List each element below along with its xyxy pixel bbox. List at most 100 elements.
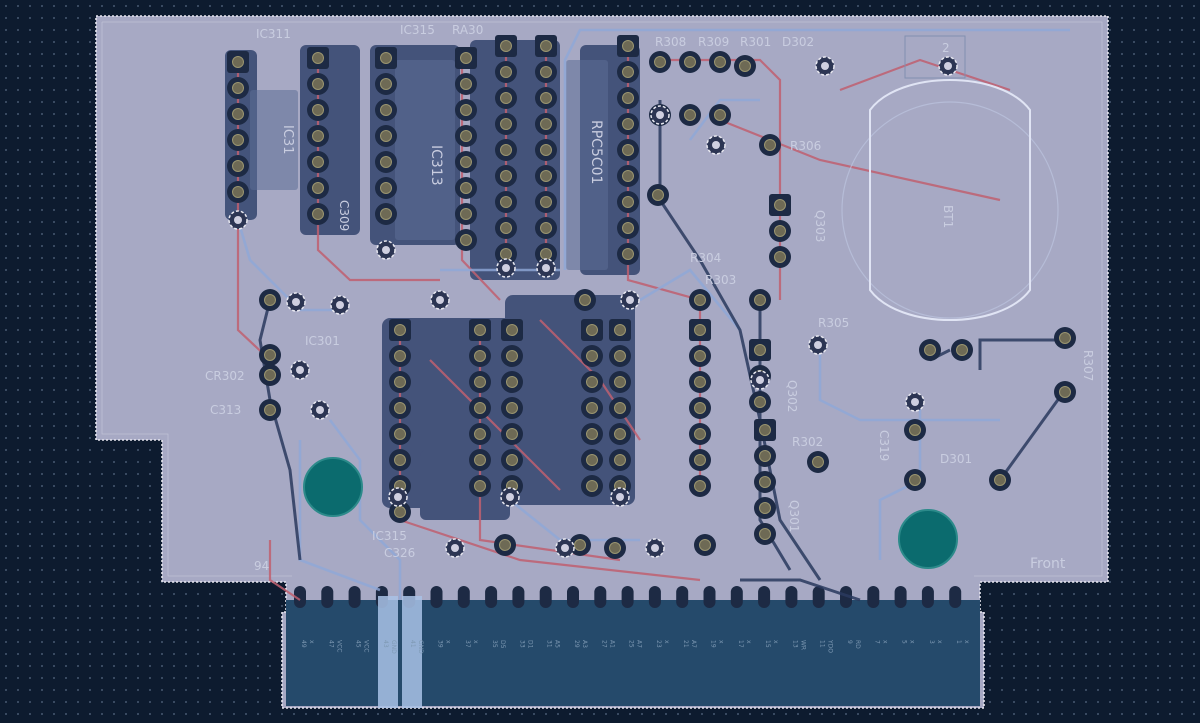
pad-drill bbox=[264, 294, 276, 306]
edge-finger[interactable] bbox=[621, 586, 634, 608]
front-label: Front bbox=[1030, 556, 1066, 572]
edge-finger[interactable] bbox=[730, 586, 743, 608]
svg-text:x: x bbox=[745, 640, 752, 644]
pad-drill bbox=[540, 170, 552, 182]
pad-drill bbox=[714, 56, 726, 68]
pad-drill bbox=[579, 294, 591, 306]
pad-drill bbox=[312, 208, 324, 220]
pad-drill bbox=[474, 454, 486, 466]
pad-drill bbox=[586, 376, 598, 388]
gnd-finger-2[interactable] bbox=[402, 596, 422, 708]
pad-drill bbox=[622, 222, 634, 234]
edge-finger[interactable] bbox=[949, 586, 962, 608]
via-drill bbox=[296, 366, 304, 374]
ref-rpc: RPC5C01 bbox=[588, 120, 604, 184]
svg-text:31: 31 bbox=[546, 640, 553, 648]
edge-connector[interactable] bbox=[286, 600, 980, 706]
mount-hole-left[interactable] bbox=[303, 457, 363, 517]
gnd-finger-1[interactable] bbox=[378, 596, 398, 708]
pad-drill bbox=[500, 66, 512, 78]
pad-drill bbox=[540, 118, 552, 130]
edge-finger[interactable] bbox=[512, 586, 525, 608]
pad-drill bbox=[694, 376, 706, 388]
pad-drill bbox=[232, 56, 244, 68]
svg-text:x: x bbox=[472, 640, 479, 644]
pad-drill bbox=[694, 294, 706, 306]
ref-d302: D302 bbox=[782, 35, 814, 49]
edge-finger[interactable] bbox=[457, 586, 470, 608]
pad-drill bbox=[586, 454, 598, 466]
pad-drill bbox=[394, 376, 406, 388]
pad-drill bbox=[540, 222, 552, 234]
pad-drill bbox=[622, 66, 634, 78]
edge-finger[interactable] bbox=[430, 586, 443, 608]
svg-text:YDO: YDO bbox=[827, 639, 834, 653]
pad-drill bbox=[622, 248, 634, 260]
pad-drill bbox=[394, 454, 406, 466]
ref-bt-pin: 2 bbox=[942, 41, 950, 55]
svg-text:VCC: VCC bbox=[335, 640, 342, 652]
svg-text:D5: D5 bbox=[499, 640, 506, 649]
edge-finger[interactable] bbox=[294, 586, 306, 608]
pad-drill bbox=[586, 428, 598, 440]
edge-finger[interactable] bbox=[703, 586, 716, 608]
edge-finger[interactable] bbox=[785, 586, 798, 608]
pad-drill bbox=[614, 376, 626, 388]
ref-ic313: IC313 bbox=[428, 145, 444, 186]
via-drill bbox=[821, 62, 829, 70]
via-drill bbox=[561, 544, 569, 552]
svg-text:A5: A5 bbox=[554, 640, 561, 648]
pad-drill bbox=[684, 109, 696, 121]
pad-drill bbox=[614, 428, 626, 440]
svg-text:21: 21 bbox=[682, 640, 689, 648]
pad-drill bbox=[540, 144, 552, 156]
svg-text:47: 47 bbox=[327, 640, 334, 648]
via-drill bbox=[292, 298, 300, 306]
via-drill bbox=[382, 246, 390, 254]
svg-text:x: x bbox=[772, 640, 779, 644]
svg-text:RD: RD bbox=[854, 640, 861, 649]
edge-finger[interactable] bbox=[676, 586, 689, 608]
via-drill bbox=[712, 141, 720, 149]
edge-finger[interactable] bbox=[812, 586, 825, 608]
pad-drill bbox=[586, 350, 598, 362]
edge-finger[interactable] bbox=[758, 586, 771, 608]
edge-finger[interactable] bbox=[594, 586, 607, 608]
pad-drill bbox=[312, 104, 324, 116]
ref-r306: R306 bbox=[790, 139, 821, 153]
pad-drill bbox=[460, 156, 472, 168]
edge-finger[interactable] bbox=[567, 586, 579, 608]
edge-finger[interactable] bbox=[648, 586, 661, 608]
edge-finger[interactable] bbox=[321, 586, 334, 608]
ref-c319: C319 bbox=[877, 430, 891, 461]
edge-finger[interactable] bbox=[894, 586, 907, 608]
pad-drill bbox=[759, 502, 771, 514]
mount-hole-right[interactable] bbox=[898, 509, 958, 569]
via-drill bbox=[944, 62, 952, 70]
pad-drill bbox=[380, 208, 392, 220]
edge-finger[interactable] bbox=[539, 586, 552, 608]
ref-r308: R308 bbox=[655, 35, 686, 49]
edge-finger[interactable] bbox=[921, 586, 934, 608]
pad-drill bbox=[540, 40, 552, 52]
ref-q302: Q302 bbox=[785, 380, 799, 412]
ref-c313: C313 bbox=[210, 403, 241, 417]
pad-drill bbox=[622, 170, 634, 182]
edge-finger[interactable] bbox=[840, 586, 852, 608]
edge-finger[interactable] bbox=[485, 586, 498, 608]
pad-drill bbox=[474, 428, 486, 440]
pad-drill bbox=[609, 542, 621, 554]
edge-finger[interactable] bbox=[867, 586, 880, 608]
edge-finger[interactable] bbox=[348, 586, 361, 608]
